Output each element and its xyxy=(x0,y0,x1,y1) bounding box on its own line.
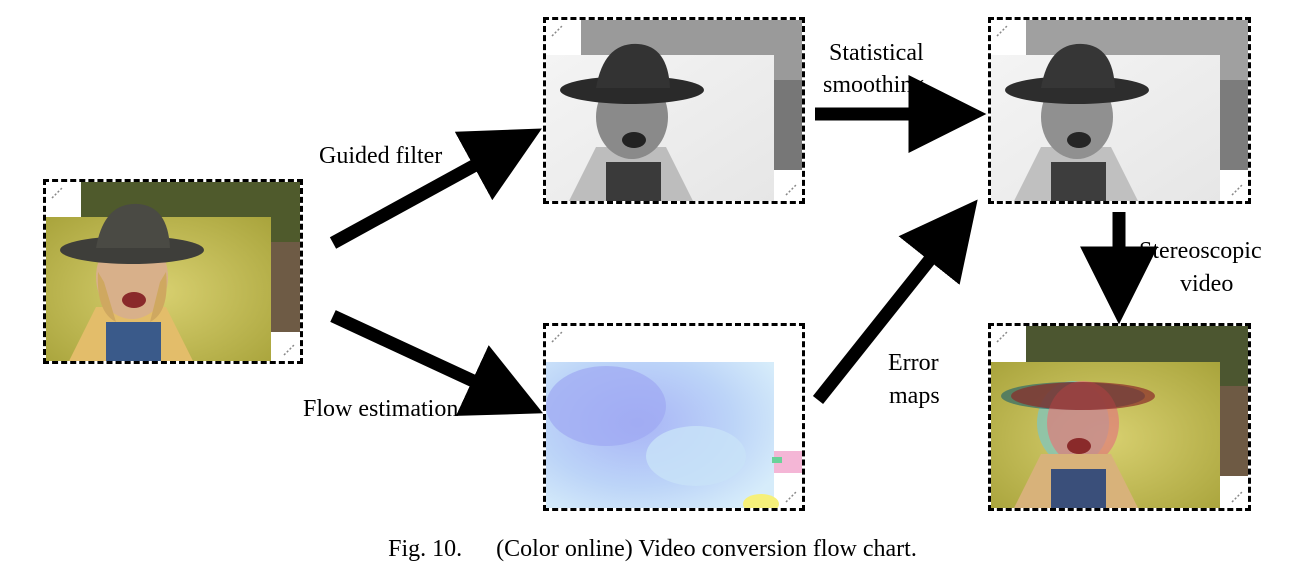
guided-depth-image xyxy=(546,20,802,201)
label-error: Error xyxy=(888,350,939,376)
stereoscopic-frame xyxy=(988,323,1251,511)
flow-map-frame xyxy=(543,323,805,511)
caption-text: (Color online) Video conversion flow cha… xyxy=(496,536,917,562)
label-guided-filter: Guided filter xyxy=(319,143,443,169)
label-maps: maps xyxy=(889,383,940,409)
arrow-guided-filter xyxy=(329,128,542,249)
flow-map-image xyxy=(546,326,802,508)
label-statistical: Statistical xyxy=(829,40,924,66)
smoothed-depth-image xyxy=(991,20,1248,201)
arrow-flow-estimation xyxy=(330,310,544,416)
arrow-error-maps xyxy=(812,199,978,405)
label-smoothing: smoothing xyxy=(823,72,925,98)
input-frame xyxy=(43,179,303,364)
stereoscopic-image xyxy=(991,326,1248,508)
input-photo xyxy=(46,182,300,361)
label-flow-estimation: Flow estimation xyxy=(303,396,459,422)
label-stereoscopic: Stereoscopic xyxy=(1139,238,1262,264)
caption-fig-number: Fig. 10. xyxy=(388,536,463,562)
guided-depth-frame xyxy=(543,17,805,204)
label-video: video xyxy=(1180,271,1234,297)
figure-caption: Fig. 10. (Color online) Video conversion… xyxy=(0,536,1305,563)
smoothed-depth-frame xyxy=(988,17,1251,204)
